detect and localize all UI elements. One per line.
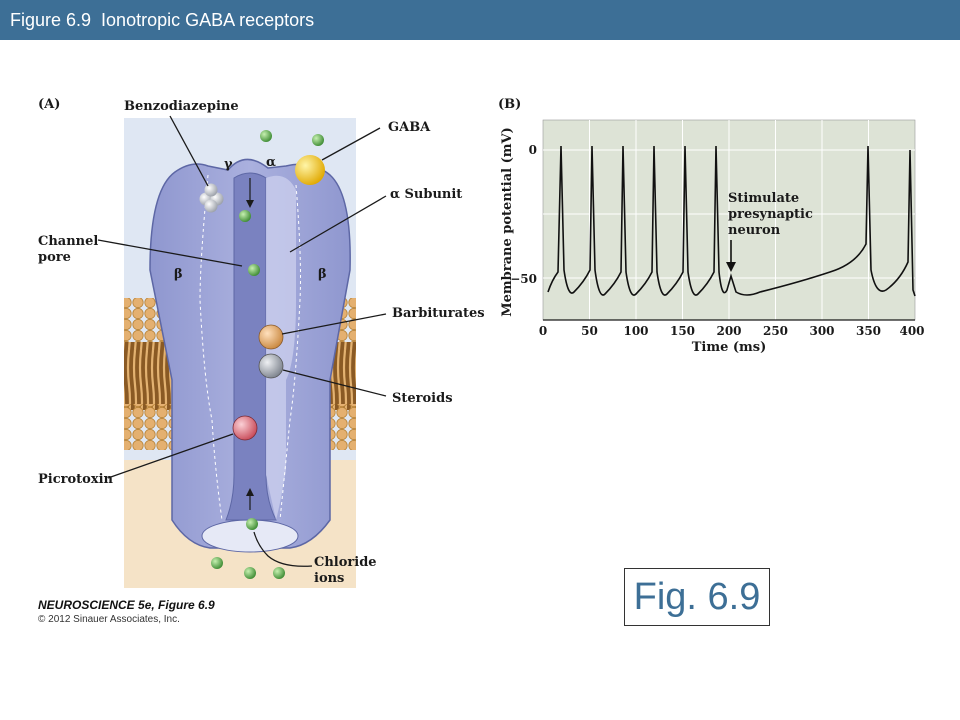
credit-book: NEUROSCIENCE 5e, — [38, 598, 155, 612]
benzodiazepine-label: Benzodiazepine — [124, 99, 239, 114]
picrotoxin-molecule — [232, 415, 258, 441]
alpha-subunit-label: α Subunit — [390, 187, 462, 202]
beta-left-label: β — [174, 267, 183, 282]
annotation-line2: presynaptic — [728, 207, 813, 222]
annotation-line1: Stimulate — [728, 191, 799, 206]
channel-pore-label-line2: pore — [38, 250, 71, 265]
chloride-ions — [211, 130, 324, 579]
panel-a-label: (A) — [38, 97, 60, 112]
x-tick-100: 100 — [623, 324, 648, 338]
x-tick-300: 300 — [809, 324, 834, 338]
membrane-potential-trace — [547, 145, 916, 297]
pore-arrowhead-top — [246, 200, 254, 208]
pore-arrowhead-bottom — [246, 488, 254, 496]
x-tick-labels: 0 50 100 150 200 250 300 350 400 — [539, 324, 925, 338]
gaba-label: GABA — [388, 120, 431, 135]
leader-lines — [97, 115, 387, 567]
alpha-label: α — [266, 155, 276, 170]
benzodiazepine-molecule — [199, 183, 224, 213]
x-tick-0: 0 — [539, 324, 547, 338]
steroid-molecule — [258, 353, 284, 379]
slide-title: Figure 6.9 Ionotropic GABA receptors — [10, 10, 315, 30]
x-tick-400: 400 — [899, 324, 924, 338]
x-tick-50: 50 — [581, 324, 598, 338]
gamma-label: γ — [224, 157, 233, 172]
y-tick-0: 0 — [529, 143, 537, 157]
annotation-arrowhead — [726, 262, 736, 272]
y-tick-minus50: −50 — [510, 272, 537, 286]
barbiturates-label: Barbiturates — [392, 306, 485, 321]
x-tick-350: 350 — [856, 324, 881, 338]
figure-tag-box: Fig. 6.9 — [624, 568, 770, 626]
panel-b-label: (B) — [498, 97, 521, 112]
picrotoxin-label: Picrotoxin — [38, 472, 114, 487]
barbiturate-molecule — [258, 324, 284, 350]
chloride-label-line2: ions — [314, 571, 344, 586]
title-bar: Figure 6.9 Ionotropic GABA receptors — [0, 0, 960, 40]
credit-figure: Figure 6.9 — [158, 598, 215, 612]
x-tick-200: 200 — [716, 324, 741, 338]
beta-right-label: β — [318, 267, 327, 282]
copyright-line: © 2012 Sinauer Associates, Inc. — [38, 614, 180, 625]
x-axis-title: Time (ms) — [692, 340, 767, 355]
annotation-line3: neuron — [728, 223, 781, 238]
x-tick-150: 150 — [670, 324, 695, 338]
x-tick-250: 250 — [763, 324, 788, 338]
gaba-molecule — [295, 155, 325, 185]
channel-pore-label-line1: Channel — [38, 234, 98, 249]
y-axis-title: Membrane potential (mV) — [500, 127, 515, 317]
steroids-label: Steroids — [392, 391, 453, 406]
credit-line: NEUROSCIENCE 5e, Figure 6.9 — [38, 598, 215, 612]
figure-tag: Fig. 6.9 — [633, 575, 761, 618]
panel-b: (B) Stimulate presynaptic neuron 0 −50 0 — [498, 97, 925, 355]
panel-a: (A) γ α β β — [38, 97, 485, 588]
chloride-label-line1: Chloride — [314, 555, 377, 570]
